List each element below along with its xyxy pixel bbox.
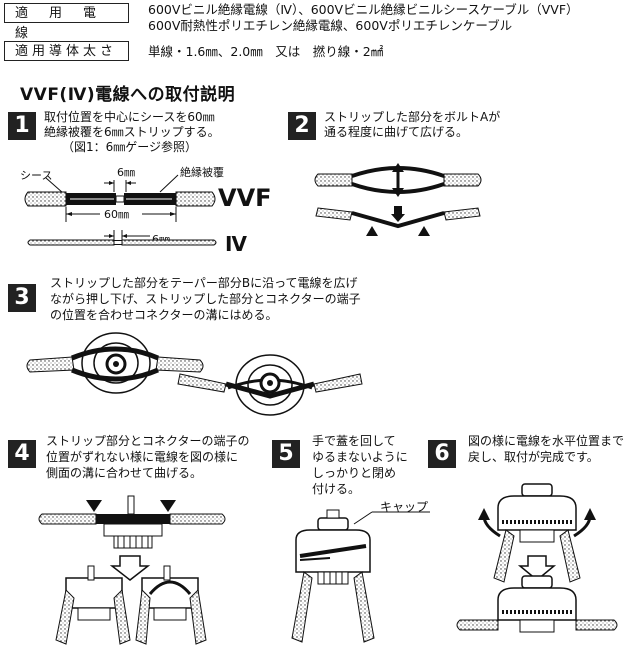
step-6-line-2: 戻し、取付が完成です。: [468, 450, 599, 464]
step-5-line-1: 手で蓋を回して: [312, 434, 396, 448]
iv-label: Ⅳ: [225, 232, 247, 256]
step-5-number: 5: [272, 440, 300, 468]
step-1-number: 1: [8, 112, 36, 140]
conductor-size-text: 単線・1.6㎜、2.0㎜ 又は 撚り線・2㎟: [148, 44, 384, 59]
step-6-line-1: 図の様に電線を水平位置まで: [468, 434, 625, 448]
insulation-label: 絶縁被覆: [180, 166, 224, 179]
step-3-line-2: ながら押し下げ、ストリップした部分とコネクターの端子: [50, 292, 361, 306]
conductor-size-label: 適用導体太さ: [4, 41, 129, 61]
step-1-line-1: 取付位置を中心にシースを60㎜: [44, 110, 215, 124]
step-4-line-1: ストリップ部分とコネクターの端子の: [46, 434, 250, 448]
step-4-number: 4: [8, 440, 36, 468]
step-5-line-3: しっかりと閉め: [312, 466, 397, 480]
step-3-number: 3: [8, 284, 36, 312]
step-6-number: 6: [428, 440, 456, 468]
step-5-line-2: ゆるまないように: [312, 450, 408, 464]
step-4-line-3: 側面の溝に合わせて曲げる。: [46, 466, 203, 480]
step-1-line-2: 絶縁被覆を6㎜ストリップする。: [44, 125, 220, 139]
applicable-wire-label: 適 用 電 線: [4, 3, 129, 41]
step-2-number: 2: [288, 112, 316, 140]
dim-6mm-label: 6㎜: [117, 166, 135, 179]
sheath-label: シース: [20, 169, 53, 182]
applicable-wire-line-2: 600V耐熱性ポリエチレン絶縁電線、600Vポリエチレンケーブル: [148, 18, 513, 33]
step-5-line-4: 付ける。: [312, 482, 361, 496]
vvf-label: VVF: [218, 184, 272, 212]
step-3-line-1: ストリップした部分をテーパー部分Bに沿って電線を広げ: [50, 276, 358, 290]
dim-60mm-label: 60㎜: [104, 208, 129, 221]
step-2-line-1: ストリップした部分をボルトAが: [324, 110, 501, 124]
page-title: VVF(Ⅳ)電線への取付説明: [20, 85, 236, 105]
step-1-line-3: （図1：6㎜ゲージ参照）: [62, 140, 198, 154]
step-4-line-2: 位置がずれない様に電線を図の様に: [46, 450, 239, 464]
step-2-line-2: 通る程度に曲げて広げる。: [324, 125, 469, 139]
applicable-wire-line-1: 600Vビニル絶縁電線（Ⅳ）、600Vビニル絶縁ビニルシースケーブル（VVF）: [148, 2, 579, 17]
step-3-line-3: の位置を合わせコネクターの溝にはめる。: [50, 308, 278, 322]
cap-label: キャップ: [380, 500, 429, 514]
